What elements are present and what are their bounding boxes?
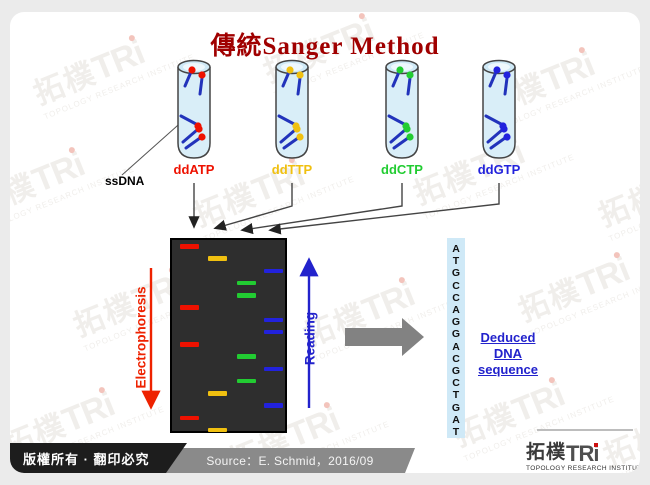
- tube-label-ddGTP: ddGTP: [477, 162, 521, 177]
- sequence-letter: C: [452, 352, 460, 365]
- tri-logo-wordmark: 拓樸 TRi: [526, 437, 638, 466]
- gel-band-G: [264, 366, 283, 371]
- slide-title: 傳統Sanger Method: [210, 33, 440, 60]
- sequence-letter: T: [452, 255, 460, 268]
- gel-band-A: [180, 305, 199, 310]
- electrophoresis-gel: [170, 238, 287, 433]
- sequence-letter: C: [452, 279, 460, 292]
- test-tube-ddTTP: [272, 58, 312, 162]
- test-tube-ddGTP: [479, 58, 519, 162]
- gel-band-C: [237, 378, 256, 384]
- deduced-label-line: sequence: [478, 362, 538, 377]
- sequence-letter: G: [451, 365, 461, 378]
- gel-band-G: [264, 268, 283, 273]
- gel-band-A: [180, 415, 199, 420]
- sequence-letter: G: [451, 328, 461, 341]
- copyright-bar: 版權所有 · 翻印必究: [10, 443, 187, 473]
- ssdna-label: ssDNA: [105, 174, 145, 188]
- gel-band-G: [264, 329, 283, 335]
- tri-logo-latin: TRi: [566, 441, 599, 466]
- gel-band-A: [180, 342, 199, 347]
- gel-band-T: [208, 391, 227, 396]
- electrophoresis-label: Electrophoresis: [133, 286, 149, 389]
- sequence-letter: C: [452, 291, 460, 304]
- sequence-letter: T: [452, 389, 460, 402]
- sequence-letter: C: [452, 377, 460, 390]
- tube-label-ddATP: ddATP: [173, 162, 215, 177]
- tri-logo-subtitle: TOPOLOGY RESEARCH INSTITUTE: [526, 465, 640, 472]
- gel-band-A: [180, 244, 199, 249]
- tube-label-ddCTP: ddCTP: [381, 162, 423, 177]
- sequence-letter: A: [452, 340, 460, 353]
- gel-band-C: [237, 354, 256, 359]
- sequence-letter: A: [452, 243, 460, 255]
- deduced-label-line: DNA: [493, 346, 523, 361]
- gel-band-G: [264, 317, 283, 322]
- copyright-text: 版權所有 · 翻印必究: [23, 451, 150, 467]
- gel-band-T: [208, 256, 227, 261]
- reading-label: Reading: [302, 311, 318, 366]
- tri-logo-chinese: 拓樸: [526, 442, 567, 463]
- deduced-label-line: Deduced: [480, 330, 536, 345]
- gel-band-G: [264, 403, 283, 408]
- logo-divider-line: [537, 429, 633, 431]
- tri-logo: 拓樸 TRi TOPOLOGY RESEARCH INSTITUTE: [526, 437, 640, 472]
- test-tube-ddCTP: [382, 58, 422, 162]
- sequence-letter: G: [451, 316, 461, 329]
- source-text: Source：E. Schmid，2016/09: [206, 454, 374, 468]
- sequence-letter: A: [452, 304, 460, 317]
- gel-band-C: [237, 293, 256, 298]
- test-tube-ddATP: [174, 58, 214, 162]
- source-bar: Source：E. Schmid，2016/09: [165, 448, 415, 473]
- tube-label-ddTTP: ddTTP: [271, 162, 313, 177]
- tri-logo-red-dot: [594, 443, 599, 447]
- gel-band-T: [208, 427, 227, 433]
- sequence-letter: T: [452, 426, 460, 439]
- sequence-letter: G: [451, 267, 461, 280]
- gel-band-C: [237, 280, 256, 286]
- sequence-letter: A: [452, 413, 460, 426]
- sequence-letter: G: [451, 401, 461, 414]
